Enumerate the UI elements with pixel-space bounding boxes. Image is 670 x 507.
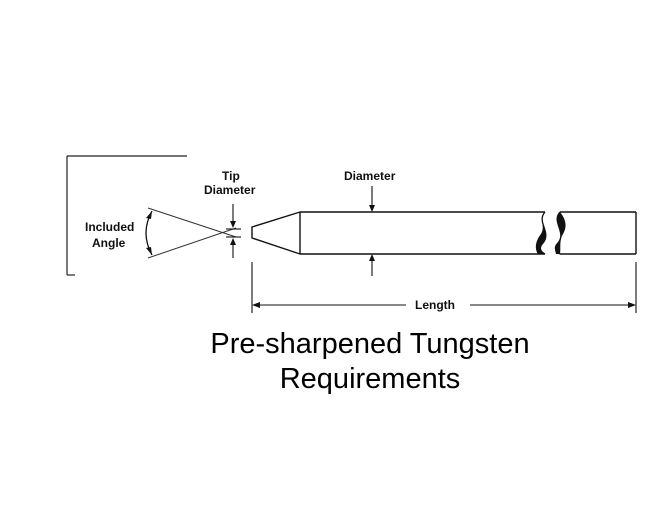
included-angle-label-2: Angle	[92, 236, 126, 250]
length-arrowhead-left	[252, 302, 260, 308]
length-arrowhead-right	[628, 302, 636, 308]
included-angle-label-1: Included	[85, 220, 134, 234]
tip-arrowhead-up	[230, 238, 236, 245]
break-marks	[535, 211, 566, 255]
electrode-body	[251, 211, 637, 255]
tip-diameter-label-2: Diameter	[204, 183, 256, 197]
tip-arrowhead-down	[230, 221, 236, 228]
frame-bracket	[66, 155, 187, 276]
diameter-label: Diameter	[344, 169, 396, 183]
length-dimension	[251, 262, 637, 313]
caption-line-2: Requirements	[279, 363, 461, 395]
diameter-arrowhead-up	[369, 254, 375, 261]
tip-diameter-label-1: Tip	[222, 169, 240, 183]
diameter-arrowhead-down	[369, 205, 375, 212]
included-angle-lines	[147, 207, 237, 259]
length-label: Length	[415, 298, 455, 312]
included-angle-arc	[145, 210, 153, 256]
caption-line-1: Pre-sharpened Tungsten	[210, 328, 530, 360]
tip-diameter-arrows	[226, 204, 241, 258]
